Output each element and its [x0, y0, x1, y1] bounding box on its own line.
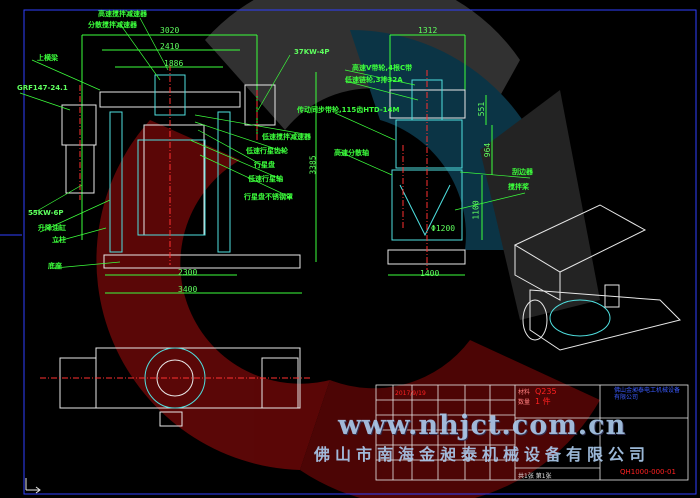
dim-base-inner: 2300 — [178, 268, 198, 277]
dim-top-mid: 2410 — [160, 42, 180, 51]
label-planet-cover: 行星盘不锈钢罩 — [244, 193, 293, 201]
isometric-view — [513, 204, 681, 351]
watermark-url: www.nhjct.com.cn — [338, 410, 627, 441]
dim-base-width: 1400 — [420, 269, 440, 278]
label-sync-belt: 传动同步带轮,115齿HTD-14M — [297, 106, 400, 114]
drawing-border — [23, 9, 697, 495]
dim-tank-diameter: Φ1200 — [431, 224, 456, 233]
dim-base-overall: 3400 — [178, 285, 198, 294]
dim-tank-height: 1100 — [471, 200, 481, 220]
dim-top-width: 1312 — [418, 26, 438, 35]
label-low-speed-reducer: 低速搅拌减速器 — [262, 133, 311, 141]
label-low-planet-gear: 低速行星齿轮 — [246, 147, 288, 155]
label-top-beam: 上横梁 — [37, 54, 58, 62]
watermark-company: 佛山市南海金昶泰机械设备有限公司 — [314, 445, 651, 464]
dim-upper-height: 551 — [477, 101, 487, 117]
plan-view — [40, 347, 310, 427]
label-chain: 低速链轮,3排32A — [345, 76, 403, 84]
label-lift-cylinder: 升降油缸 — [38, 224, 66, 232]
material-label: 材料 — [518, 389, 531, 396]
logo-red-arc — [96, 120, 330, 470]
logo-red-arc-lower — [300, 340, 600, 498]
dim-mid-height: 964 — [483, 142, 493, 158]
quantity-label: 数量 — [518, 399, 531, 406]
logo-gray-stripe — [480, 90, 600, 320]
dim-height: 3385 — [308, 155, 318, 175]
label-planet-disc: 行星盘 — [254, 161, 275, 169]
side-view — [334, 34, 531, 276]
watermark-logo — [96, 0, 600, 498]
label-disperse-shaft: 高速分散轴 — [334, 149, 369, 157]
label-base: 底座 — [48, 262, 62, 270]
ucs-icon — [25, 478, 41, 494]
dim-top-inner: 1886 — [164, 59, 184, 68]
label-disperse-reducer: 分散搅拌减速器 — [88, 21, 137, 29]
label-paddle: 搅拌桨 — [508, 183, 529, 191]
front-view — [19, 17, 317, 294]
label-motor-left: 55KW-6P — [28, 209, 64, 217]
quantity-value: 1 件 — [535, 397, 551, 406]
material-value: Q235 — [535, 387, 557, 396]
label-high-speed-reducer: 高速搅拌减速器 — [98, 10, 147, 18]
sheet-info: 共1张 第1张 — [518, 473, 552, 480]
label-gearbox-model: GRF147-24.1 — [17, 84, 68, 92]
company-name: 佛山金昶泰电工机械设备有限公司 — [614, 387, 681, 401]
label-column: 立柱 — [52, 236, 66, 244]
label-v-belt: 高速V带轮,4根C带 — [352, 64, 413, 72]
dim-top-overall: 3020 — [160, 26, 180, 35]
label-low-planet-shaft: 低速行星轴 — [248, 175, 283, 183]
title-block-grid — [375, 384, 689, 481]
drawing-date: 2017/9/19 — [395, 390, 426, 397]
drawing-number: QH1000-000-01 — [620, 468, 676, 476]
label-motor-right: 37KW-4P — [294, 48, 330, 56]
label-scraper: 刮边器 — [512, 168, 533, 176]
